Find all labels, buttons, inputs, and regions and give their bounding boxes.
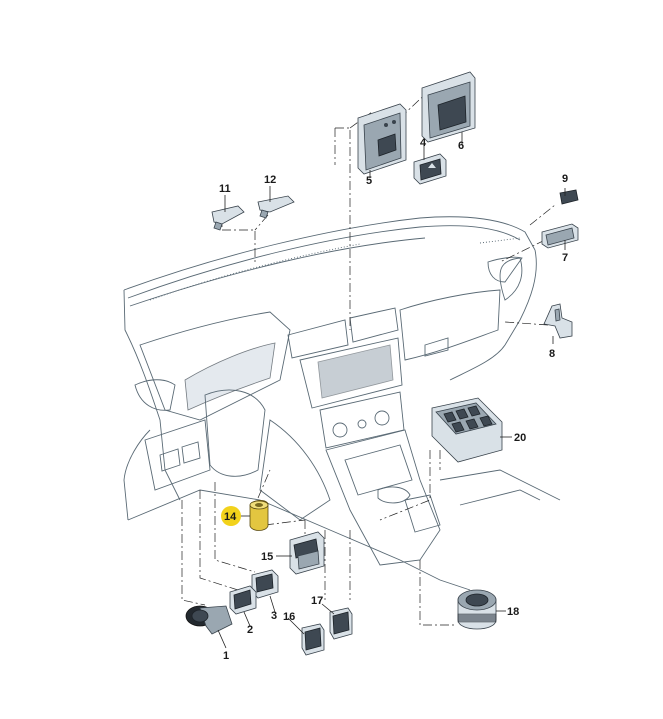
label-part-5: 5	[366, 175, 372, 187]
part-6-switch-housing	[421, 71, 476, 143]
part-14-socket	[249, 500, 269, 531]
part-3-switch	[251, 569, 279, 599]
part-11-cover	[211, 205, 245, 231]
part-4-button	[413, 153, 447, 185]
part-20-switch-module	[431, 397, 503, 463]
part-12-cover	[257, 195, 295, 219]
part-17-button	[329, 607, 353, 640]
label-part-12: 12	[264, 174, 276, 186]
part-labels: 11 12 4 6 5 9 7 8 20 14 15 3 2 1 16 17 1…	[219, 137, 568, 662]
label-leaders	[217, 132, 566, 649]
label-part-16: 16	[283, 611, 295, 623]
label-part-9: 9	[562, 173, 568, 185]
label-part-4: 4	[420, 137, 427, 149]
part-16-button	[301, 623, 325, 656]
label-part-15: 15	[261, 551, 273, 563]
label-part-11: 11	[219, 183, 231, 195]
part-2-switch	[229, 585, 257, 615]
dashboard-outline	[123, 216, 561, 591]
label-part-20: 20	[514, 432, 526, 444]
label-part-17: 17	[311, 595, 323, 607]
label-part-3: 3	[271, 610, 277, 622]
label-part-18: 18	[507, 606, 519, 618]
label-part-14: 14	[224, 511, 237, 523]
part-8-sensor	[543, 303, 573, 339]
part-18-knob	[457, 589, 497, 630]
label-part-6: 6	[458, 140, 464, 152]
part-9-switch	[559, 189, 579, 205]
part-7-switch	[541, 223, 579, 249]
part-15-switch	[289, 531, 325, 575]
part-5-switch-panel	[357, 103, 407, 175]
label-part-1: 1	[223, 650, 229, 662]
leader-lines	[181, 84, 556, 626]
part-1-light-switch	[185, 605, 233, 635]
label-part-7: 7	[562, 252, 568, 264]
highlight-badge-14	[221, 506, 241, 526]
label-part-2: 2	[247, 624, 253, 636]
label-part-8: 8	[549, 348, 555, 360]
